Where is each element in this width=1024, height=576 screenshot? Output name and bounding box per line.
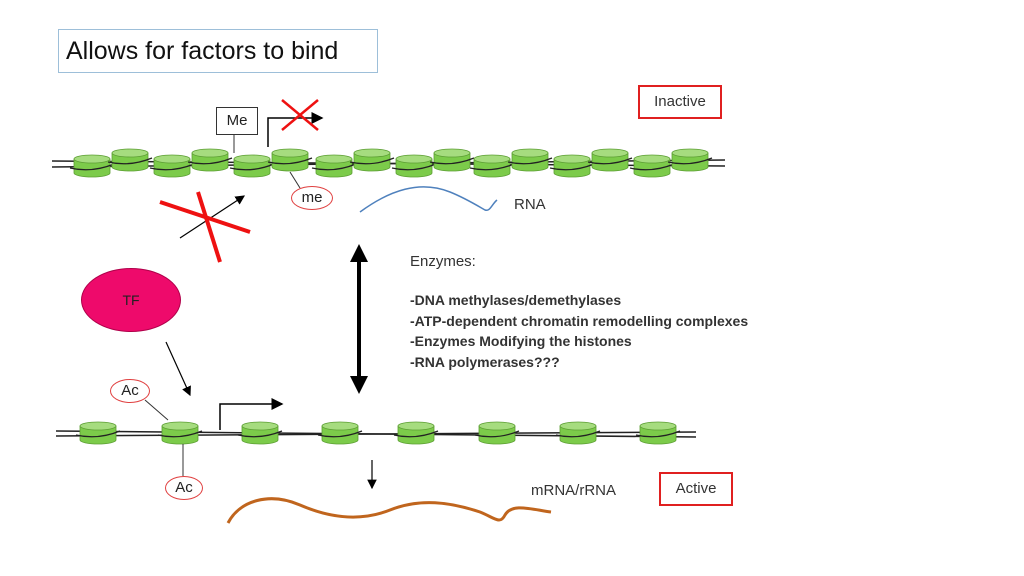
- methyl-mark: me: [291, 186, 333, 210]
- nucleosome: [635, 421, 681, 445]
- nucleosome: [75, 421, 121, 445]
- mrna-label: mRNA/rRNA: [531, 482, 616, 499]
- nucleosome: [429, 148, 475, 172]
- tf-binding-arrow: [165, 341, 191, 397]
- nucleosome: [393, 421, 439, 445]
- enzyme-item: -Enzymes Modifying the histones: [410, 333, 632, 349]
- mrna-transcript-line: [226, 497, 552, 524]
- nucleosome: [69, 154, 115, 178]
- enzymes-heading: Enzymes:: [410, 253, 476, 270]
- inactive-promoter-arrow: [267, 112, 324, 147]
- ac-top-connector: [144, 399, 169, 421]
- methylation-tag: Me: [216, 107, 258, 135]
- nucleosome: [229, 154, 275, 178]
- nucleosome: [311, 154, 357, 178]
- inactive-nucleosome-row: [69, 148, 713, 178]
- nucleosome: [187, 148, 233, 172]
- nucleosome: [157, 421, 203, 445]
- acetyl-mark-bottom: Ac: [165, 476, 203, 500]
- transcription-factor: TF: [81, 268, 181, 332]
- nucleosome: [391, 154, 437, 178]
- enzyme-list: -DNA methylases/demethylases -ATP-depend…: [410, 290, 748, 372]
- nucleosome: [317, 421, 363, 445]
- me-mark-connector: [289, 171, 301, 189]
- rna-label: RNA: [514, 196, 546, 213]
- nucleosome: [107, 148, 153, 172]
- acetyl-mark-top: Ac: [110, 379, 150, 403]
- active-nucleosome-row: [75, 421, 681, 445]
- inactive-state-label: Inactive: [638, 85, 722, 119]
- blocked-transcription-x-icon: [281, 99, 319, 131]
- nucleosome: [237, 421, 283, 445]
- blocked-binding-x-icon: [159, 191, 251, 263]
- transition-double-arrow: [350, 244, 368, 394]
- inactive-chromatin: [51, 148, 726, 178]
- nucleosome: [469, 154, 515, 178]
- enzyme-item: -DNA methylases/demethylases: [410, 292, 622, 308]
- nucleosome: [474, 421, 520, 445]
- nucleosome: [629, 154, 675, 178]
- nucleosome: [667, 148, 713, 172]
- blocked-binding-arrow: [179, 195, 246, 239]
- nucleosome: [549, 154, 595, 178]
- active-chromatin: [55, 421, 697, 445]
- nucleosome: [555, 421, 601, 445]
- enzyme-item: -RNA polymerases???: [410, 353, 560, 370]
- nucleosome: [587, 148, 633, 172]
- nucleosome: [507, 148, 553, 172]
- active-state-label: Active: [659, 472, 733, 506]
- active-promoter-arrow: [219, 398, 284, 430]
- nucleosome: [349, 148, 395, 172]
- enzyme-item: -ATP-dependent chromatin remodelling com…: [410, 312, 749, 329]
- rna-transcript-line: [359, 186, 498, 213]
- nucleosome: [267, 148, 313, 172]
- page-title: Allows for factors to bind: [58, 29, 378, 73]
- nucleosome: [149, 154, 195, 178]
